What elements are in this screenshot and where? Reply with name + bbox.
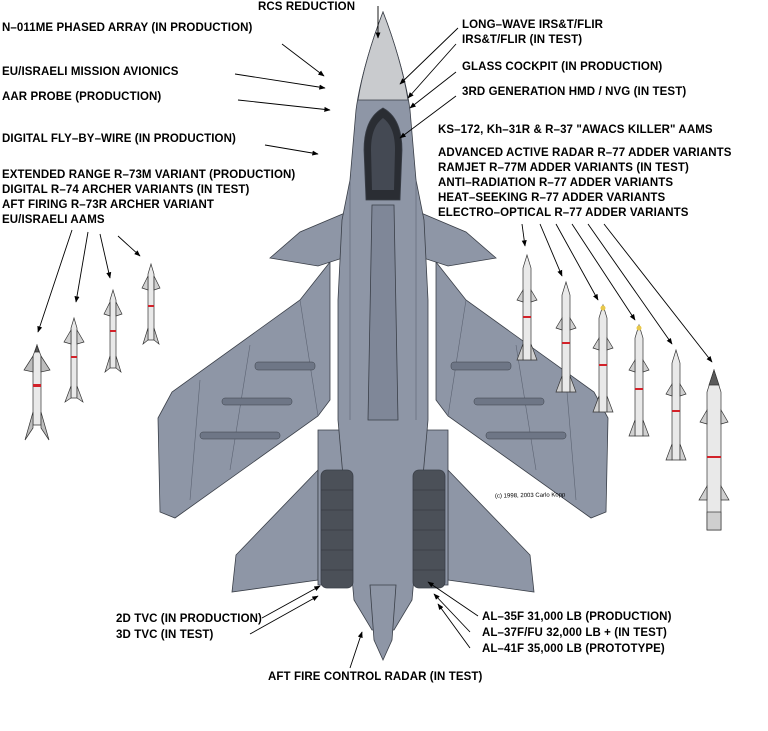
- right-stabilizer: [447, 469, 535, 593]
- label-r77-active: ADVANCED ACTIVE RADAR R–77 ADDER VARIANT…: [438, 147, 732, 159]
- label-aar-probe: AAR PROBE (PRODUCTION): [2, 91, 162, 103]
- label-rcs-reduction: RCS REDUCTION: [258, 1, 356, 13]
- label-aft-radar: AFT FIRE CONTROL RADAR (IN TEST): [268, 671, 483, 683]
- missile-r77-eo: [665, 348, 687, 461]
- left-canard: [269, 209, 353, 267]
- leader-arrows: [37, 6, 713, 669]
- label-n011me-radar: N–011ME PHASED ARRAY (IN PRODUCTION): [2, 22, 253, 34]
- missile-r77-heat: [628, 323, 650, 437]
- label-r77-antirad: ANTI–RADIATION R–77 ADDER VARIANTS: [438, 177, 674, 189]
- label-r77m-ramjet: RAMJET R–77M ADDER VARIANTS (IN TEST): [438, 162, 689, 174]
- label-fly-by-wire: DIGITAL FLY–BY–WIRE (IN PRODUCTION): [2, 133, 236, 145]
- radome: [357, 10, 409, 101]
- label-r77-heat: HEAT–SEEKING R–77 ADDER VARIANTS: [438, 192, 666, 204]
- label-2d-tvc: 2D TVC (IN PRODUCTION): [116, 613, 262, 625]
- label-al35f: AL–35F 31,000 LB (PRODUCTION): [482, 611, 672, 623]
- missile-awacs-killer: [698, 368, 730, 531]
- label-eu-avionics: EU/ISRAELI MISSION AVIONICS: [2, 66, 179, 78]
- right-wing: [435, 260, 609, 519]
- missile-eu-aam: [141, 262, 161, 345]
- missile-r77m-ramjet: [555, 280, 577, 393]
- label-r73m: EXTENDED RANGE R–73M VARIANT (PRODUCTION…: [2, 169, 296, 181]
- copyright-note: (c) 1998, 2003 Carlo Kopp: [494, 492, 566, 500]
- missile-r77-active: [516, 253, 538, 361]
- right-missile-group: [516, 253, 730, 531]
- label-glass-cockpit: GLASS COCKPIT (IN PRODUCTION): [462, 61, 663, 73]
- label-irst-test: IRS&T/FLIR (IN TEST): [462, 34, 583, 46]
- left-missile-group: [23, 262, 161, 441]
- label-al41f: AL–41F 35,000 LB (PROTOTYPE): [482, 643, 665, 655]
- label-r74: DIGITAL R–74 ARCHER VARIANTS (IN TEST): [2, 184, 250, 196]
- label-awacs-killer: KS–172, Kh–31R & R–37 "AWACS KILLER" AAM…: [438, 124, 713, 136]
- label-3d-tvc: 3D TVC (IN TEST): [116, 629, 214, 641]
- missile-r73r: [103, 288, 123, 373]
- label-r73r: AFT FIRING R–73R ARCHER VARIANT: [2, 199, 215, 211]
- label-al37f: AL–37F/FU 32,000 LB + (IN TEST): [482, 627, 667, 639]
- missile-r73m: [23, 343, 51, 441]
- right-nozzle: [412, 469, 446, 589]
- tail-stinger: [369, 584, 397, 661]
- left-stabilizer: [231, 469, 319, 593]
- left-wing: [157, 260, 331, 519]
- left-nozzle: [320, 469, 354, 589]
- aircraft-planform: [157, 10, 609, 661]
- label-hmd: 3RD GENERATION HMD / NVG (IN TEST): [462, 86, 687, 98]
- label-r77-eo: ELECTRO–OPTICAL R–77 ADDER VARIANTS: [438, 207, 689, 219]
- missile-r77-antiradiation: [592, 303, 614, 413]
- label-lw-irst: LONG–WAVE IRS&T/FLIR: [462, 19, 604, 31]
- missile-r74: [63, 316, 85, 403]
- label-eu-aams: EU/ISRAELI AAMS: [2, 214, 105, 226]
